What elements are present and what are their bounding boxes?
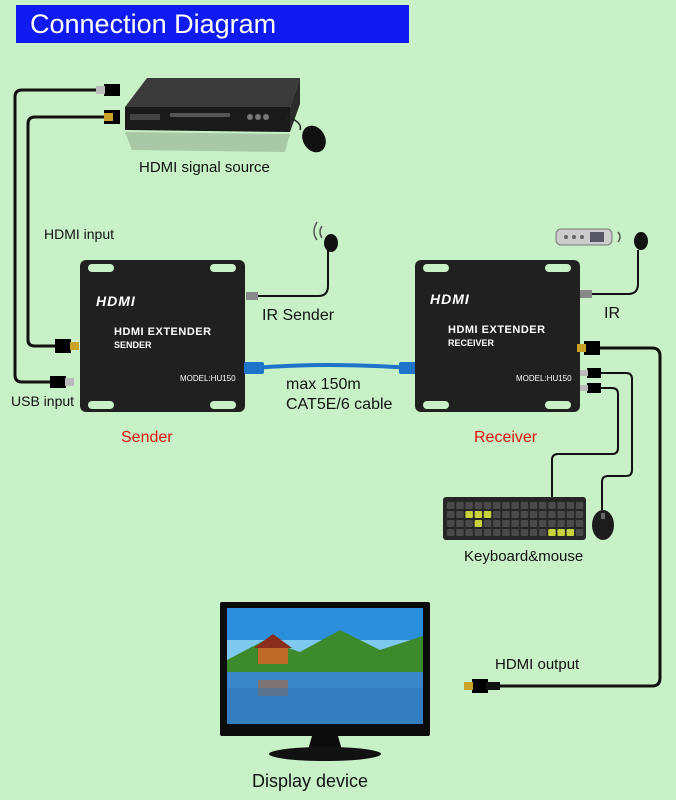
keyboard-key xyxy=(474,520,483,527)
keyboard-key xyxy=(465,529,473,536)
source-cables xyxy=(13,84,120,388)
keyboard-key xyxy=(511,520,519,527)
sender-model: MODEL:HU150 xyxy=(180,374,236,383)
hdmi-input-label: HDMI input xyxy=(44,226,115,242)
keyboard-key xyxy=(483,520,492,527)
keyboard-key xyxy=(456,520,464,527)
keyboard-key xyxy=(474,511,483,518)
keyboard-key xyxy=(456,529,464,536)
keyboard-key xyxy=(456,511,464,518)
keyboard-key xyxy=(511,529,519,536)
mouse xyxy=(592,510,614,540)
keyboard-key xyxy=(566,529,575,536)
keyboard-key xyxy=(529,520,538,527)
keyboard-key xyxy=(502,502,510,509)
source-mouse xyxy=(285,117,326,153)
receiver-label: Receiver xyxy=(474,429,538,446)
receiver-role: RECEIVER xyxy=(448,338,495,348)
cable-length-label: max 150m xyxy=(286,376,361,393)
keyboard-key xyxy=(520,502,529,509)
keyboard-key xyxy=(502,511,510,518)
keyboard-key xyxy=(566,520,575,527)
keyboard-key xyxy=(566,502,575,509)
receiver-product-name: HDMI EXTENDER xyxy=(448,324,546,336)
keyboard-key xyxy=(502,529,510,536)
keyboard-mouse-label: Keyboard&mouse xyxy=(464,548,584,565)
keyboard-key xyxy=(502,520,510,527)
ir-sender-label: IR Sender xyxy=(262,307,335,324)
keyboard-key xyxy=(557,511,565,518)
ir-emitter xyxy=(246,221,338,300)
keyboard-key xyxy=(447,529,455,536)
source-label: HDMI signal source xyxy=(139,159,270,176)
keyboard-key xyxy=(548,502,556,509)
keyboard-key xyxy=(548,511,556,518)
receiver-cables xyxy=(464,341,662,693)
dvr-device xyxy=(125,78,300,152)
keyboard-key xyxy=(447,502,455,509)
receiver-box xyxy=(415,260,580,412)
receiver-model: MODEL:HU150 xyxy=(516,374,572,383)
keyboard-key xyxy=(511,502,519,509)
keyboard-key xyxy=(511,511,519,518)
keyboard-key xyxy=(493,520,501,527)
keyboard-key xyxy=(465,520,473,527)
sender-product-name: HDMI EXTENDER xyxy=(114,326,212,338)
keyboard-key xyxy=(529,502,538,509)
sender-brand: HDMI xyxy=(96,293,136,309)
keyboard-key xyxy=(493,529,501,536)
diagram-title: Connection Diagram xyxy=(16,5,409,43)
keyboard-key xyxy=(575,529,584,536)
keyboard xyxy=(443,497,586,540)
keyboard-key xyxy=(456,502,464,509)
keyboard-key xyxy=(539,511,547,518)
keyboard-key xyxy=(483,511,492,518)
keyboard-key xyxy=(557,520,565,527)
keyboard-key xyxy=(520,520,529,527)
keyboard-key xyxy=(548,520,556,527)
keyboard-key xyxy=(539,502,547,509)
keyboard-key xyxy=(557,529,565,536)
keyboard-key xyxy=(575,520,584,527)
keyboard-key xyxy=(529,529,538,536)
keyboard-key xyxy=(520,511,529,518)
sender-role: SENDER xyxy=(114,340,152,350)
cat-cable xyxy=(244,362,419,374)
keyboard-key xyxy=(474,502,483,509)
ir-label: IR xyxy=(604,305,620,322)
keyboard-key xyxy=(575,502,584,509)
keyboard-key xyxy=(483,502,492,509)
keyboard-key xyxy=(557,502,565,509)
keyboard-key xyxy=(483,529,492,536)
keyboard-key xyxy=(529,511,538,518)
keyboard-key xyxy=(447,520,455,527)
keyboard-key xyxy=(493,511,501,518)
keyboard-key xyxy=(539,520,547,527)
keyboard-key xyxy=(539,529,547,536)
keyboard-key xyxy=(474,529,483,536)
keyboard-key xyxy=(566,511,575,518)
cable-type-label: CAT5E/6 cable xyxy=(286,396,393,413)
sender-box xyxy=(80,260,245,412)
keyboard-key xyxy=(465,511,473,518)
remote-control xyxy=(555,228,621,246)
keyboard-key xyxy=(520,529,529,536)
keyboard-key xyxy=(447,511,455,518)
keyboard-key xyxy=(493,502,501,509)
receiver-brand: HDMI xyxy=(430,291,470,307)
keyboard-key xyxy=(575,511,584,518)
keyboard-key xyxy=(465,502,473,509)
hdmi-output-label: HDMI output xyxy=(495,656,580,673)
usb-input-label: USB input xyxy=(11,393,75,409)
display-monitor xyxy=(220,602,430,761)
keyboard-key xyxy=(548,529,556,536)
sender-label: Sender xyxy=(121,429,173,446)
display-label: Display device xyxy=(252,771,369,791)
ir-receiver xyxy=(580,232,648,298)
